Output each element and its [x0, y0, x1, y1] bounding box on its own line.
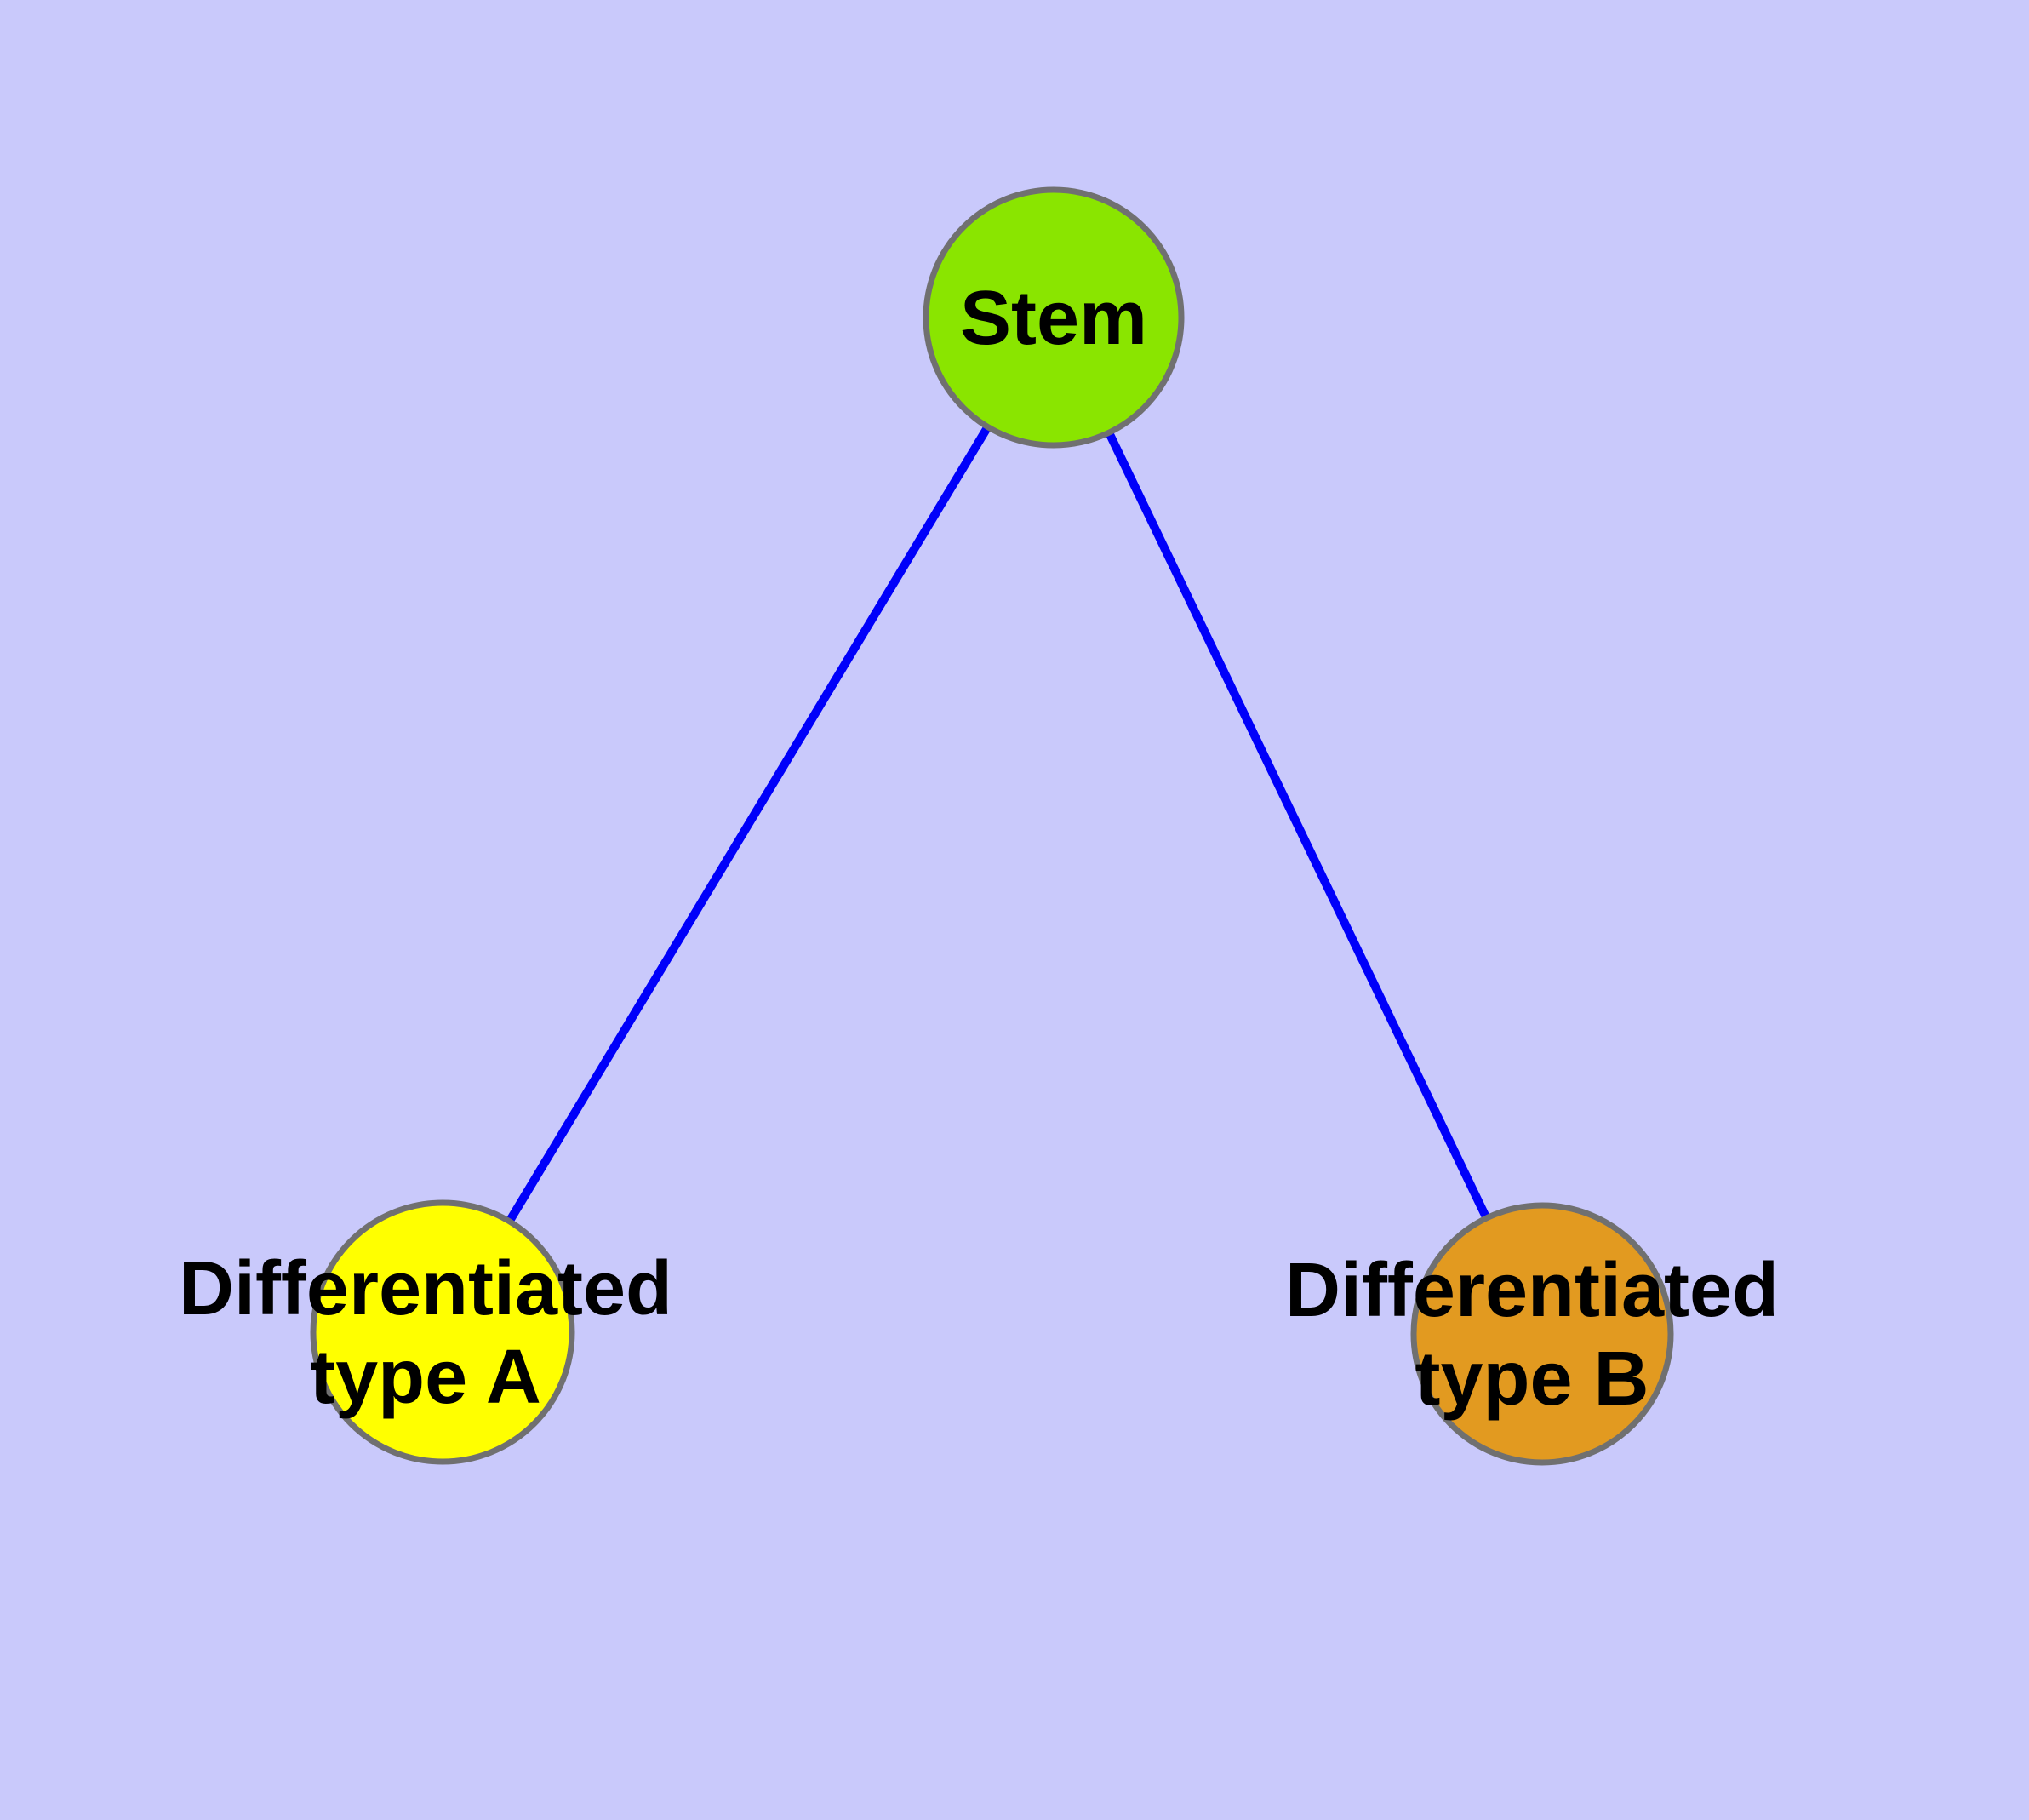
node-differentiated-type-b[interactable] [1410, 1202, 1674, 1466]
edge-stem-to-differentiated-type-a [438, 315, 1058, 1335]
node-stem[interactable] [923, 186, 1185, 449]
node-differentiated-type-a[interactable] [310, 1199, 575, 1465]
edge-stem-to-differentiated-type-b [1049, 315, 1546, 1336]
